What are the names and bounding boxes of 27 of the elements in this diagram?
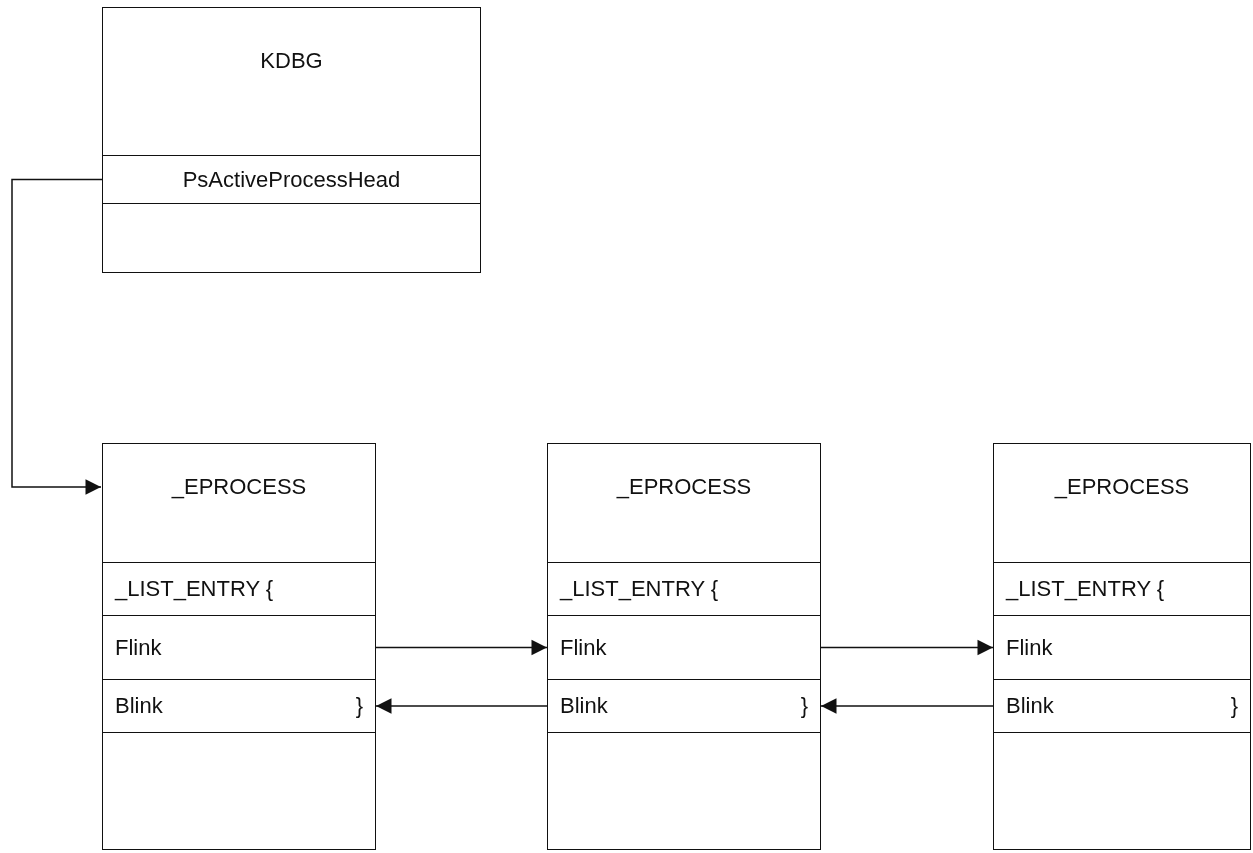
field-name: _LIST_ENTRY { (115, 575, 274, 603)
field-row (103, 155, 480, 204)
struct-box (102, 7, 481, 273)
struct-name: _EPROCESS (171, 474, 307, 501)
arrow (374, 639, 548, 656)
struct-name: KDBG (260, 48, 323, 75)
brace: } (800, 692, 808, 720)
struct-name: _EPROCESS (1054, 474, 1190, 501)
field-name: _LIST_ENTRY { (560, 575, 719, 603)
arrow (11, 178, 104, 495)
field-name: Blink (560, 692, 608, 720)
arrow (820, 698, 995, 714)
field-name: Blink (1006, 692, 1054, 720)
field-name: _LIST_ENTRY { (1006, 575, 1165, 603)
arrow (375, 698, 549, 714)
field-name: Flink (1006, 634, 1053, 661)
field-name: Blink (115, 692, 163, 720)
arrow (819, 639, 994, 656)
field-name: PsActiveProcessHead (182, 166, 401, 193)
field-name: Flink (115, 634, 162, 661)
struct-box (547, 443, 821, 850)
struct-box (993, 443, 1251, 850)
struct-box (102, 443, 376, 850)
brace: } (1230, 692, 1238, 720)
brace: } (355, 692, 363, 720)
struct-name: _EPROCESS (616, 474, 752, 501)
field-name: Flink (560, 634, 607, 661)
